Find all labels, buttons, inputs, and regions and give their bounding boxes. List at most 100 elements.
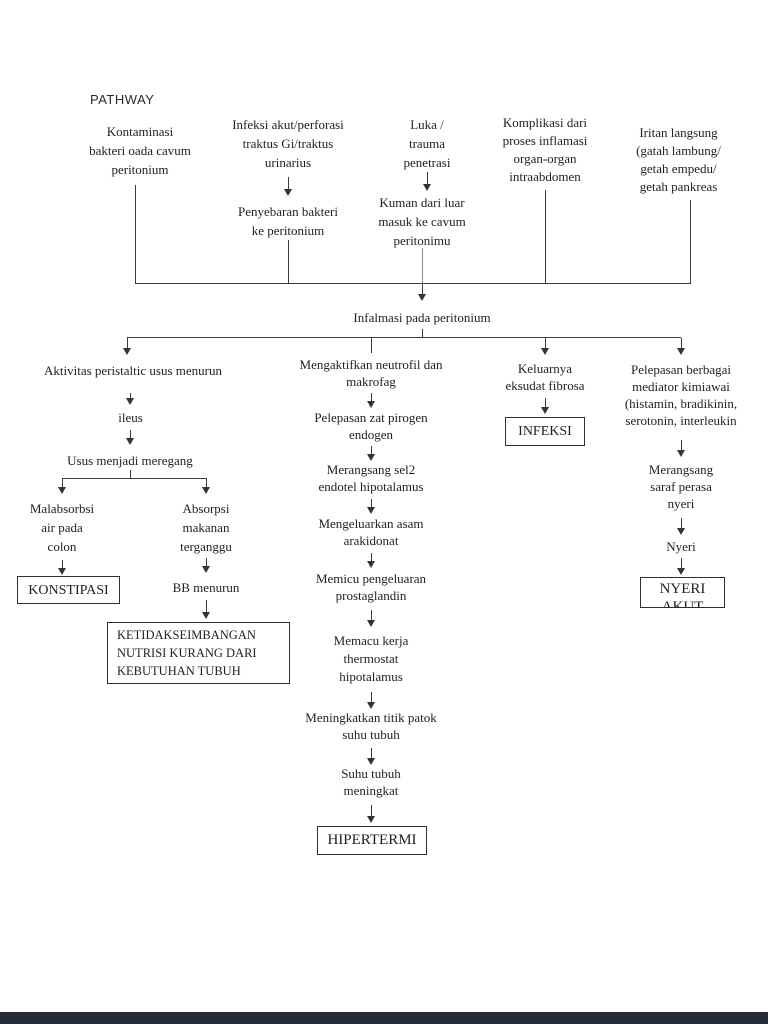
- infeksi-label: INFEKSI: [518, 424, 572, 439]
- diagnosis-box-hipertermi: HIPERTERMI: [317, 826, 427, 855]
- connector-line: [206, 558, 207, 566]
- page-title: PATHWAY: [90, 92, 155, 107]
- node-titik-patok-suhu: Meningkatkan titik patok suhu tubuh: [305, 710, 437, 742]
- connector-line: [62, 560, 63, 568]
- arrowhead-down-icon: [367, 758, 375, 765]
- split-line: [62, 478, 207, 479]
- arrowhead-down-icon: [126, 438, 134, 445]
- connector-line: [371, 499, 372, 507]
- nyeri-label: NYERI: [659, 581, 706, 597]
- diagnosis-box-nyeri: NYERI AKUT: [640, 577, 725, 608]
- page-separator-bar: [0, 1012, 768, 1024]
- arrowhead-down-icon: [202, 566, 210, 573]
- connector-line: [371, 446, 372, 454]
- node-bb-menurun: BB menurun: [172, 580, 240, 595]
- node-mengaktifkan-neutrofil: Mengaktifkan neutrofil dan makrofag: [299, 357, 443, 389]
- connector-line: [127, 338, 128, 348]
- node-keluarnya-eksudat: Keluarnya eksudat fibrosa: [505, 361, 585, 393]
- connector-line: [422, 248, 423, 283]
- collector-line: [135, 283, 691, 284]
- connector-line: [371, 393, 372, 401]
- connector-line: [130, 470, 131, 479]
- node-infeksi-akut: Infeksi akut/perforasi traktus Gi/traktu…: [232, 117, 344, 170]
- connector-line: [371, 610, 372, 620]
- node-saraf-perasa-nyeri: Merangsang saraf perasa nyeri: [648, 462, 714, 511]
- connector-line: [135, 185, 136, 283]
- node-asam-arakidonat: Mengeluarkan asam arakidonat: [318, 516, 424, 548]
- connector-line: [427, 172, 428, 184]
- connector-line: [681, 558, 682, 568]
- connector-line: [545, 338, 546, 348]
- connector-line: [62, 479, 63, 487]
- node-iritan-langsung: Iritan langsung (gatah lambung/ getah em…: [636, 125, 721, 194]
- konstipasi-label: KONSTIPASI: [28, 582, 109, 598]
- arrowhead-down-icon: [58, 568, 66, 575]
- node-mediator-kimiawi: Pelepasan berbagai mediator kimiawai (hi…: [624, 362, 738, 428]
- arrowhead-down-icon: [202, 612, 210, 619]
- node-nyeri: Nyeri: [666, 539, 696, 554]
- connector-line: [288, 177, 289, 189]
- node-aktivitas-peristaltic: Aktivitas peristaltic usus menurun: [43, 363, 222, 378]
- arrowhead-down-icon: [202, 487, 210, 494]
- connector-line: [681, 338, 682, 348]
- arrowhead-down-icon: [58, 487, 66, 494]
- node-kontaminasi: Kontaminasi bakteri oada cavum peritoniu…: [89, 124, 191, 177]
- arrowhead-down-icon: [677, 528, 685, 535]
- arrowhead-down-icon: [367, 561, 375, 568]
- connector-line: [206, 479, 207, 487]
- arrowhead-down-icon: [367, 702, 375, 709]
- node-malabsorbsi: Malabsorbsi air pada colon: [29, 501, 95, 554]
- connector-line: [371, 692, 372, 702]
- arrowhead-down-icon: [367, 401, 375, 408]
- connector-line: [130, 430, 131, 438]
- node-thermostat-hipotalamus: Memacu kerja thermostat hipotalamus: [333, 633, 409, 684]
- node-suhu-tubuh-meningkat: Suhu tubuh meningkat: [341, 766, 401, 798]
- connector-line: [371, 805, 372, 816]
- arrowhead-down-icon: [677, 568, 685, 575]
- arrowhead-down-icon: [677, 450, 685, 457]
- connector-line: [545, 190, 546, 283]
- arrowhead-down-icon: [284, 189, 292, 196]
- diagnosis-box-infeksi: INFEKSI: [505, 417, 585, 446]
- node-inflamasi-peritonium: Infalmasi pada peritonium: [353, 310, 491, 325]
- connector-line: [422, 284, 423, 294]
- nyeri-label-clipped: AKUT: [661, 599, 704, 608]
- arrowhead-down-icon: [367, 816, 375, 823]
- diagnosis-box-konstipasi: KONSTIPASI: [17, 576, 120, 604]
- node-merangsang-sel-endotel: Merangsang sel2 endotel hipotalamus: [318, 462, 424, 494]
- arrowhead-down-icon: [541, 407, 549, 414]
- arrowhead-down-icon: [123, 348, 131, 355]
- connector-line: [288, 240, 289, 283]
- node-ileus: ileus: [118, 410, 143, 425]
- arrowhead-down-icon: [677, 348, 685, 355]
- hipertermi-label: HIPERTERMI: [327, 832, 417, 848]
- arrowhead-down-icon: [367, 454, 375, 461]
- ketidakseimbangan-label: KETIDAKSEIMBANGAN NUTRISI KURANG DARI KE…: [117, 628, 257, 678]
- node-usus-meregang: Usus menjadi meregang: [67, 453, 193, 468]
- connector-line: [206, 600, 207, 612]
- node-kuman-dari-luar: Kuman dari luar masuk ke cavum peritonim…: [378, 195, 466, 248]
- arrowhead-down-icon: [418, 294, 426, 301]
- connector-line: [422, 329, 423, 338]
- connector-line: [690, 200, 691, 283]
- connector-line: [371, 748, 372, 758]
- diagnosis-box-ketidakseimbangan: KETIDAKSEIMBANGAN NUTRISI KURANG DARI KE…: [107, 622, 290, 684]
- arrowhead-down-icon: [367, 507, 375, 514]
- connector-line: [681, 440, 682, 450]
- branch-line: [127, 337, 681, 338]
- connector-line: [371, 338, 372, 353]
- node-luka-trauma: Luka / trauma penetrasi: [403, 117, 451, 170]
- arrowhead-down-icon: [367, 620, 375, 627]
- connector-line: [130, 393, 131, 398]
- connector-line: [545, 398, 546, 407]
- arrowhead-down-icon: [423, 184, 431, 191]
- node-komplikasi: Komplikasi dari proses inflamasi organ-o…: [502, 115, 588, 184]
- node-penyebaran-bakteri: Penyebaran bakteri ke peritonium: [238, 204, 338, 238]
- arrowhead-down-icon: [541, 348, 549, 355]
- connector-line: [681, 518, 682, 528]
- node-pelepasan-pirogen: Pelepasan zat pirogen endogen: [314, 410, 428, 442]
- node-prostaglandin: Memicu pengeluaran prostaglandin: [315, 571, 427, 603]
- arrowhead-down-icon: [126, 398, 134, 405]
- node-absorpsi: Absorpsi makanan terganggu: [180, 501, 232, 554]
